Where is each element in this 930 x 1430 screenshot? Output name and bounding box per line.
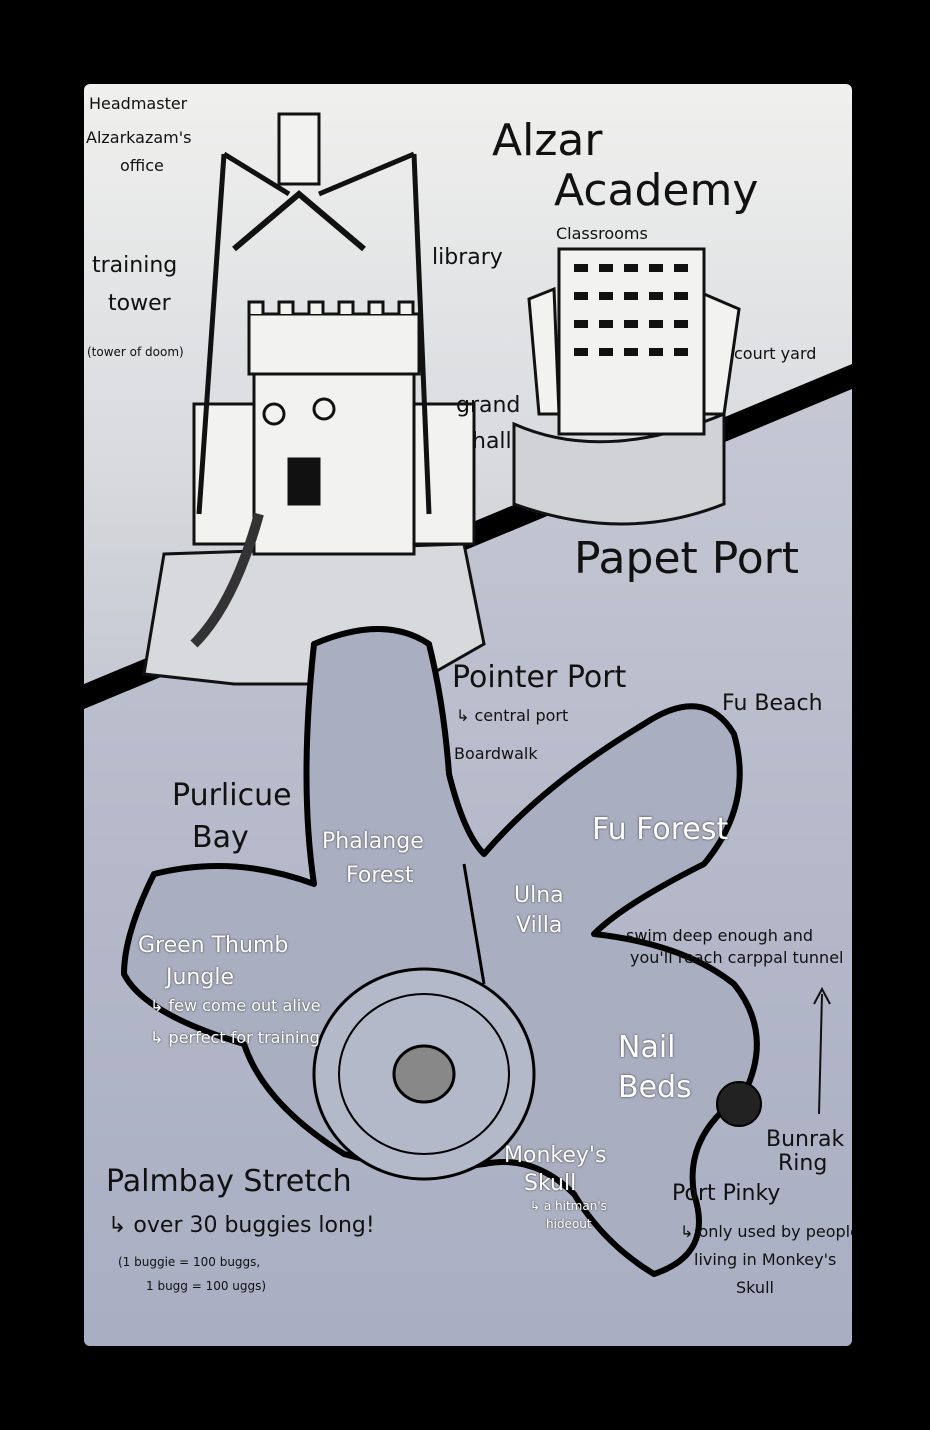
- label-bunrak-2: Ring: [778, 1151, 828, 1176]
- illustration: [84, 112, 852, 1346]
- label-bunrak-1: Bunrak: [766, 1127, 845, 1152]
- label-courtyard: court yard: [734, 344, 817, 363]
- label-ulna-2: Villa: [516, 913, 563, 938]
- label-monkey-2: Skull: [524, 1171, 577, 1196]
- label-pinky-note1: ↳ only used by people: [680, 1222, 852, 1241]
- label-training-1: training: [92, 253, 178, 278]
- classrooms-drawing: [512, 247, 741, 526]
- arrow-up: [818, 993, 823, 1115]
- label-headmaster-3: office: [120, 156, 164, 175]
- label-pinky-note3: Skull: [736, 1278, 774, 1297]
- label-boardwalk: Boardwalk: [454, 744, 538, 763]
- label-fu-beach: Fu Beach: [722, 691, 823, 716]
- label-phalange-2: Forest: [346, 863, 414, 888]
- label-monkey-note2: hideout: [546, 1217, 592, 1231]
- label-training-note: (tower of doom): [87, 345, 184, 359]
- academy-title-line2: Academy: [554, 165, 759, 216]
- label-purlicue-1: Purlicue: [172, 778, 292, 813]
- label-palmbay: Palmbay Stretch: [106, 1164, 352, 1199]
- label-training-2: tower: [108, 291, 171, 316]
- label-pinky: Port Pinky: [672, 1181, 781, 1206]
- label-nail-1: Nail: [618, 1030, 676, 1065]
- label-purlicue-2: Bay: [192, 820, 249, 855]
- label-classrooms: Classrooms: [556, 224, 648, 243]
- label-headmaster-2: Alzarkazam's: [86, 128, 192, 147]
- label-swim-1: swim deep enough and: [626, 926, 814, 945]
- label-fu-forest: Fu Forest: [592, 812, 729, 847]
- map-page: Alzar Academy Headmaster Alzarkazam's of…: [84, 84, 852, 1346]
- label-pinky-note2: living in Monkey's: [694, 1250, 837, 1269]
- label-green-note2: ↳ perfect for training: [150, 1028, 320, 1047]
- label-monkey-1: Monkey's: [504, 1143, 607, 1168]
- academy-castle-drawing: [142, 112, 486, 686]
- label-pointer-note: ↳ central port: [456, 706, 569, 725]
- label-grand-2: hall: [472, 429, 512, 454]
- label-nail-2: Beds: [618, 1070, 692, 1105]
- label-grand-1: grand: [456, 393, 521, 418]
- label-palmbay-unit2: 1 bugg = 100 uggs): [146, 1279, 267, 1293]
- label-headmaster-1: Headmaster: [89, 94, 188, 113]
- island-drawing: [121, 626, 762, 1277]
- label-phalange-1: Phalange: [322, 829, 424, 854]
- label-palmbay-unit1: (1 buggie = 100 buggs,: [118, 1255, 261, 1269]
- label-swim-2: you'll reach carppal tunnel: [630, 948, 844, 967]
- label-library: library: [432, 245, 503, 270]
- label-green-1: Green Thumb: [138, 933, 289, 958]
- label-pointer-port: Pointer Port: [452, 660, 627, 695]
- academy-title-line1: Alzar: [492, 115, 603, 166]
- label-ulna-1: Ulna: [514, 883, 564, 908]
- port-title: Papet Port: [574, 533, 799, 584]
- label-green-note1: ↳ few come out alive: [150, 996, 321, 1015]
- label-palmbay-note: ↳ over 30 buggies long!: [108, 1213, 375, 1238]
- label-green-2: Jungle: [166, 965, 234, 990]
- label-monkey-note1: ↳ a hitman's: [530, 1199, 607, 1213]
